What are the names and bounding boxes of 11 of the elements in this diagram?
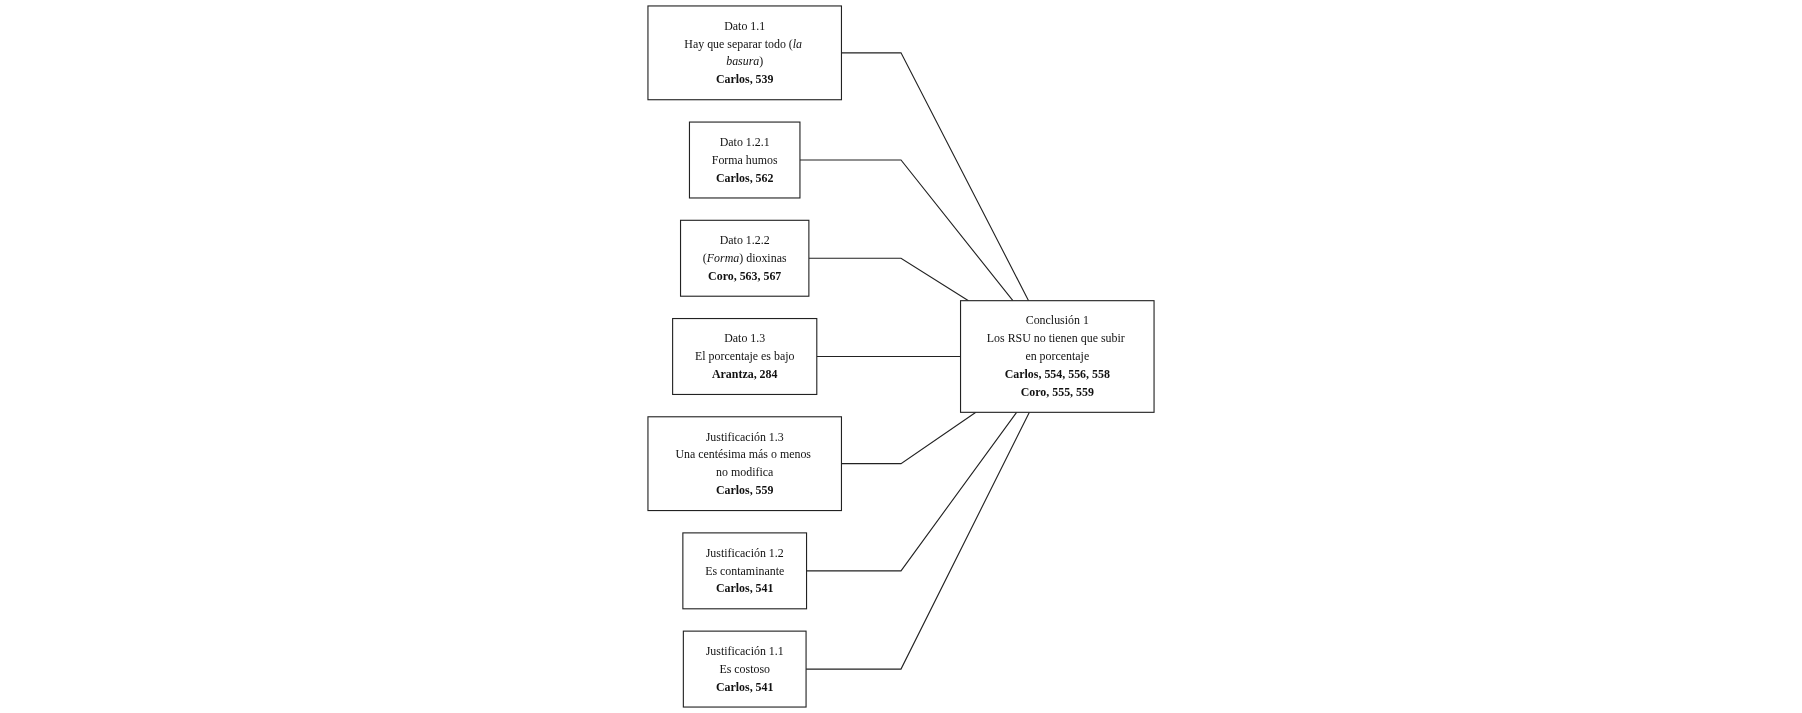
node-box: Justificación 1.2 Es contaminante Carlos, 541	[682, 532, 808, 610]
connector	[799, 159, 1014, 302]
node-box: Dato 1.1 Hay que separar todo (la basura) Carlos, 539	[647, 5, 842, 101]
node-box: Dato 1.2.2 (Forma) dioxinas Coro, 563, 567	[680, 219, 810, 297]
node-box: Justificación 1.3 Una centésima más o menos no modifica Carlos, 559	[647, 416, 842, 512]
connector	[806, 411, 1018, 572]
connector	[808, 257, 970, 302]
node-box: Conclusión 1 Los RSU no tienen que subir en porcentaje Carlos, 554, 556, 558 Coro, 555, 559	[960, 300, 1155, 413]
node-box: Dato 1.3 El porcentaje es bajo Arantza, 284	[672, 318, 818, 395]
node-box: Dato 1.2.1 Forma humos Carlos, 562	[688, 121, 801, 199]
node-box: Justificación 1.1 Es costoso Carlos, 541	[682, 630, 807, 708]
